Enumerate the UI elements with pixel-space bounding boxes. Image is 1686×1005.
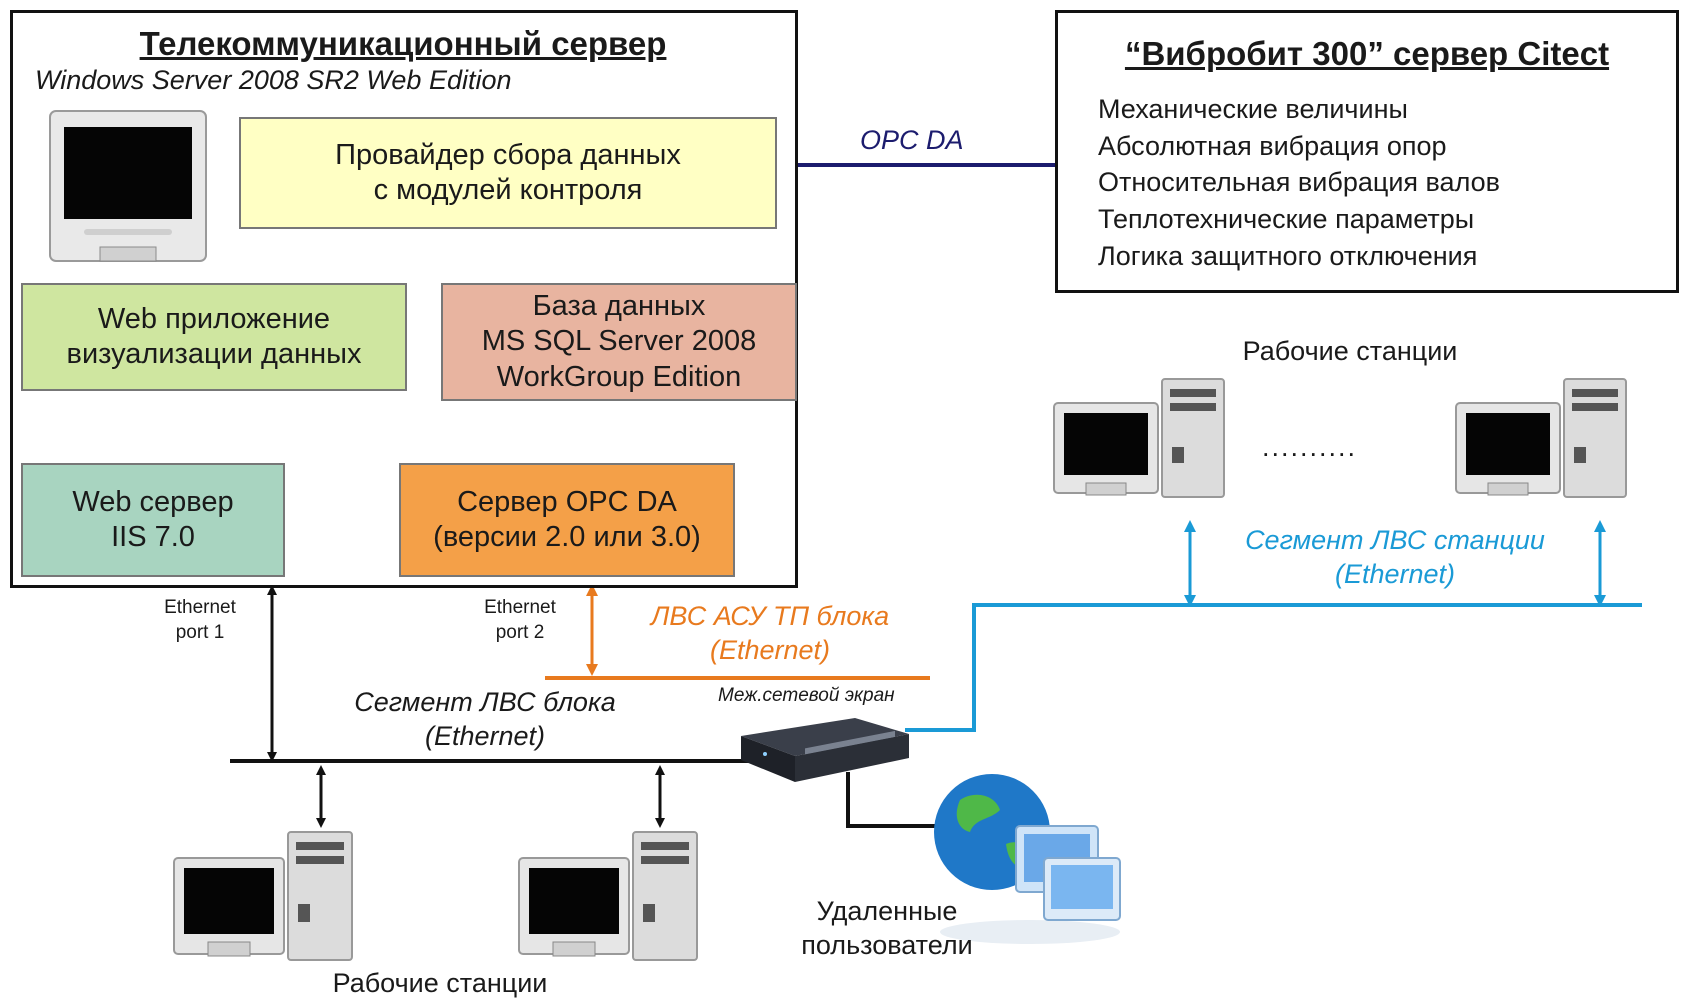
lan-acs-label: ЛВС АСУ ТП блока (Ethernet) xyxy=(600,600,940,668)
firewall-icon xyxy=(741,718,909,782)
block-segment-line1: Сегмент ЛВС блока xyxy=(354,687,616,717)
station-segment-line xyxy=(905,603,1642,732)
provider-line1: Провайдер сбора данных xyxy=(335,138,681,171)
globe-icon xyxy=(934,774,1121,944)
workstations-bottom-label: Рабочие станции xyxy=(332,968,548,998)
lan-acs-line2: (Ethernet) xyxy=(709,634,831,665)
port2-line2: port 2 xyxy=(495,621,545,643)
port1-line2: port 1 xyxy=(175,621,225,643)
opc-server-line1: Сервер OPC DA xyxy=(457,485,677,518)
firewall-label: Меж.сетевой экран xyxy=(718,685,895,706)
port2-label: Ethernet port 2 xyxy=(470,596,570,645)
opc-server-box: Сервер OPC DA(версии 2.0 или 3.0) xyxy=(399,463,735,577)
webserver-line2: IIS 7.0 xyxy=(111,521,195,553)
database-line1: База данных xyxy=(532,289,706,322)
opc-da-label: OPC DA xyxy=(860,125,964,155)
citect-items: Механические величины Абсолютная вибраци… xyxy=(1098,91,1500,275)
station-segment-label: Сегмент ЛВС станции (Ethernet) xyxy=(1190,524,1600,592)
database-line2: MS SQL Server 2008 xyxy=(481,325,757,358)
firewall-remote-link xyxy=(846,772,935,828)
port2-line1: Ethernet xyxy=(484,597,556,618)
workstations-top-label: Рабочие станции xyxy=(1242,336,1458,366)
webapp-line2: визуализации данных xyxy=(66,338,362,370)
remote-users-label: Удаленные пользователи xyxy=(792,895,982,963)
station-segment-line2: (Ethernet) xyxy=(1334,558,1456,589)
workstations-top-ellipsis: .......... xyxy=(1262,432,1358,462)
citect-item: Абсолютная вибрация опор xyxy=(1098,130,1447,161)
remote-users-line2: пользователи xyxy=(801,929,973,960)
citect-title: “Вибробит 300” сервер Citect xyxy=(1124,35,1610,72)
telecom-server-frame: Телекоммуникационный сервер Windows Serv… xyxy=(10,10,798,588)
port1-label: Ethernet port 1 xyxy=(150,596,250,645)
webserver-line1: Web сервер xyxy=(72,485,234,518)
workstation-bottom-right-icon xyxy=(518,831,698,961)
telecom-server-os: Windows Server 2008 SR2 Web Edition xyxy=(35,65,512,95)
citect-item: Теплотехнические параметры xyxy=(1098,204,1475,235)
telecom-server-title: Телекоммуникационный сервер xyxy=(139,25,667,62)
block-segment-line2: (Ethernet) xyxy=(424,720,546,751)
citect-item: Относительная вибрация валов xyxy=(1098,167,1500,198)
remote-users-line1: Удаленные xyxy=(816,896,958,926)
citect-item: Логика защитного отключения xyxy=(1098,240,1478,271)
server-monitor-icon xyxy=(49,110,207,262)
workstation-top-left-icon xyxy=(1053,378,1225,498)
workstation-top-right-icon xyxy=(1455,378,1627,498)
database-line3: WorkGroup Edition xyxy=(496,360,742,393)
station-segment-line1: Сегмент ЛВС станции xyxy=(1245,525,1545,555)
citect-server-frame: “Вибробит 300” сервер Citect Механически… xyxy=(1055,10,1679,293)
provider-line2: с модулей контроля xyxy=(373,174,643,206)
lan-acs-line1: ЛВС АСУ ТП блока xyxy=(650,601,890,631)
workstation-bottom-left-icon xyxy=(173,831,353,961)
block-segment-label: Сегмент ЛВС блока (Ethernet) xyxy=(310,686,660,754)
opc-server-line2: (версии 2.0 или 3.0) xyxy=(433,521,701,553)
port1-line1: Ethernet xyxy=(164,597,236,618)
citect-item: Механические величины xyxy=(1098,94,1408,124)
webapp-line1: Web приложение xyxy=(97,302,331,335)
